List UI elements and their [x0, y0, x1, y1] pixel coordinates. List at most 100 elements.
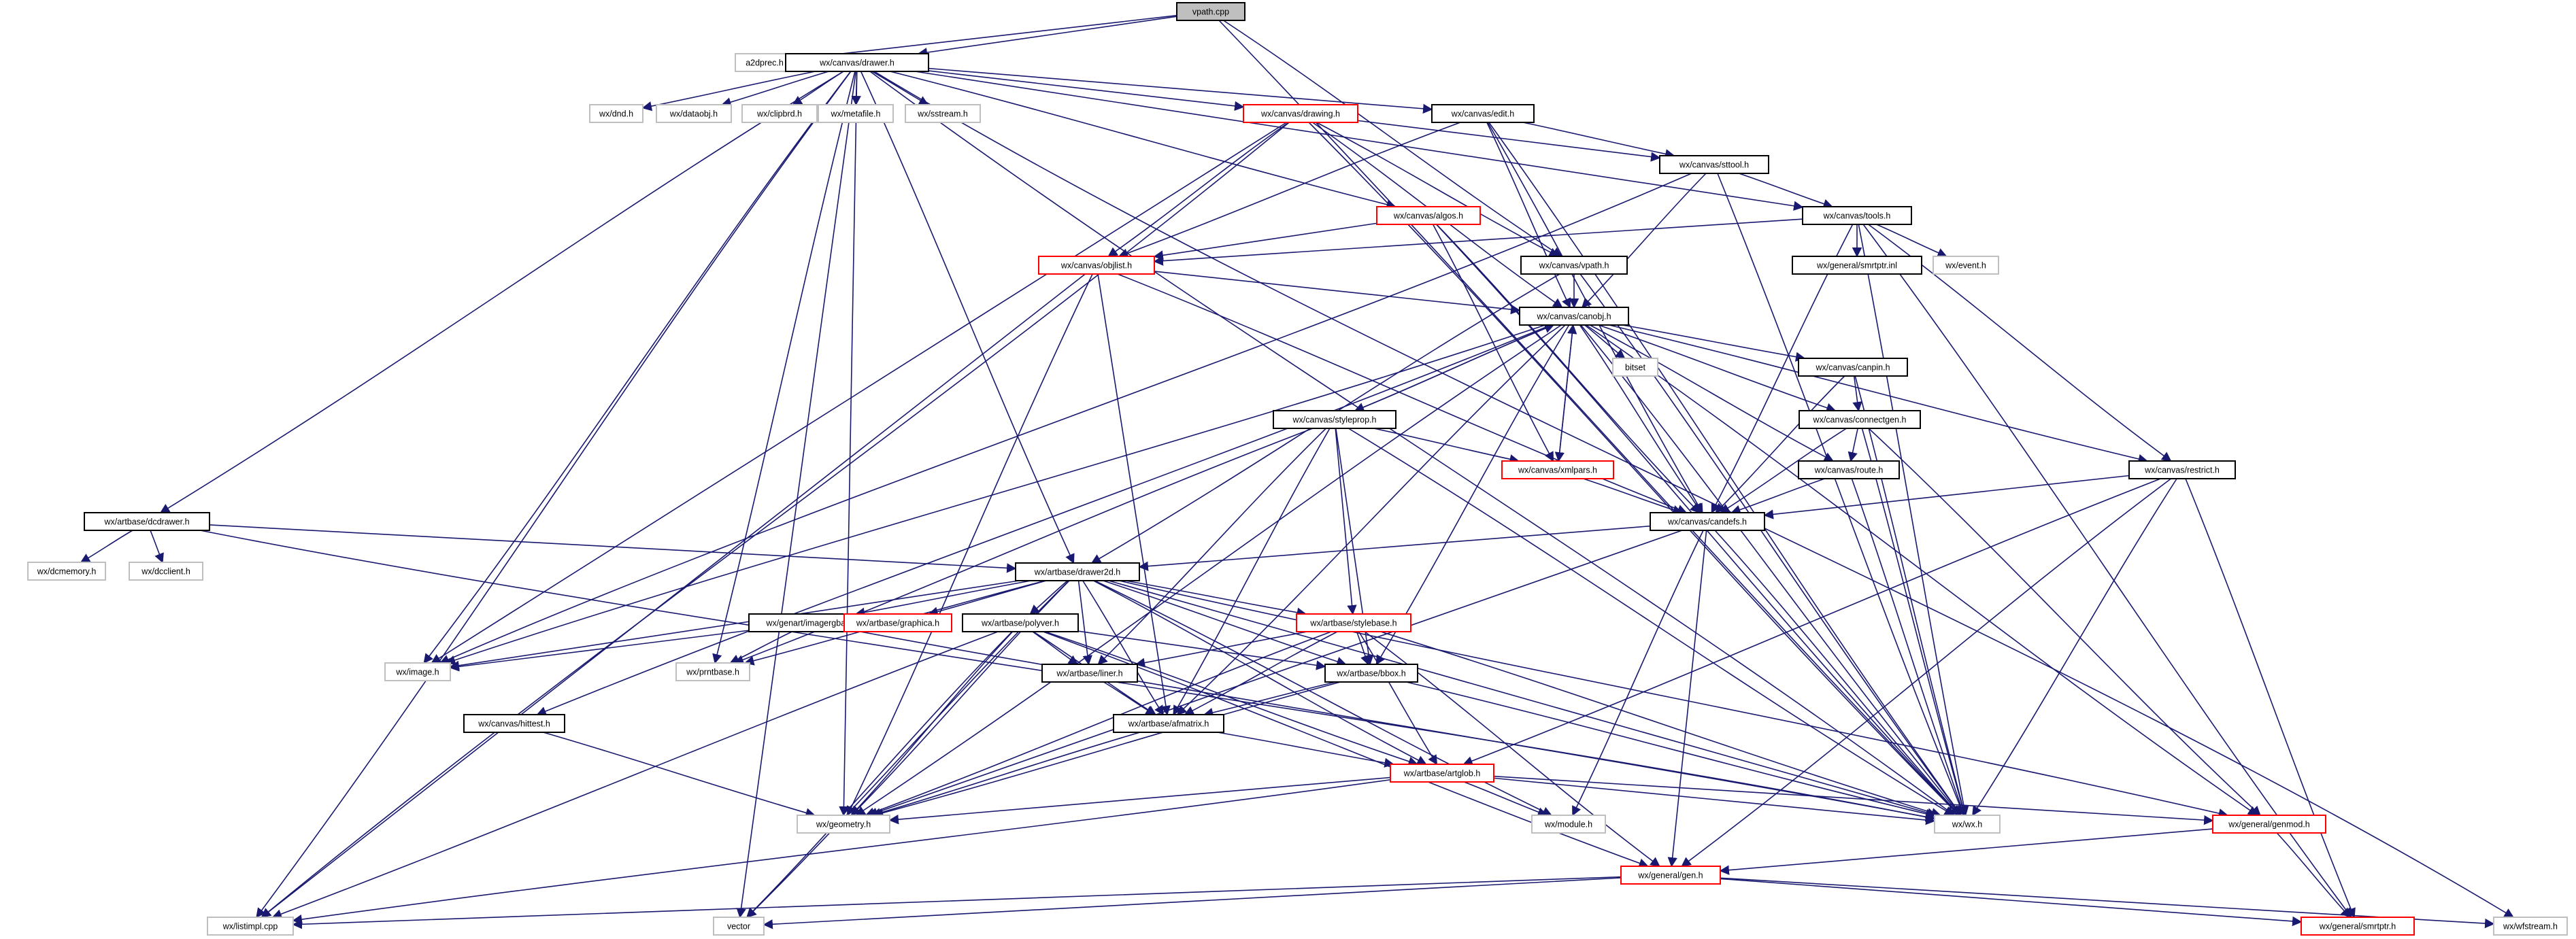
node-box: [1015, 562, 1140, 581]
edge-drawer2d-to-liner: [1077, 580, 1092, 666]
node-box: [1531, 815, 1606, 834]
node-label: wx/canvas/drawing.h: [1260, 109, 1340, 119]
edge-objlist-to-canobj: [1154, 271, 1521, 315]
node-bbox[interactable]: wx/artbase/bbox.h: [1324, 664, 1418, 683]
node-tools[interactable]: wx/canvas/tools.h: [1802, 206, 1912, 225]
node-box: [1273, 410, 1396, 429]
edge-polyver-to-vector: [746, 631, 1013, 919]
node-drawer[interactable]: wx/canvas/drawer.h: [785, 53, 929, 72]
node-smrtptr-inl[interactable]: wx/general/smrtptr.inl: [1792, 256, 1922, 275]
node-liner[interactable]: wx/artbase/liner.h: [1041, 664, 1138, 683]
node-dnd: wx/dnd.h: [589, 104, 643, 123]
edge-gen-to-smrtptr_h: [1720, 878, 2303, 927]
edge-bbox-to-geometry: [873, 681, 1341, 818]
node-gen[interactable]: wx/general/gen.h: [1620, 866, 1721, 885]
edge-gen-to-vector: [763, 877, 1622, 929]
node-label: wx/dnd.h: [599, 109, 633, 119]
node-canobj[interactable]: wx/canvas/canobj.h: [1519, 307, 1629, 326]
node-objlist[interactable]: wx/canvas/objlist.h: [1038, 256, 1155, 275]
node-box: [1934, 815, 2001, 834]
edge-drawing-to-objlist: [1107, 122, 1289, 257]
edge-drawer-to-sstream: [871, 71, 929, 105]
node-box: [2212, 815, 2326, 834]
node-label: wx/canvas/objlist.h: [1060, 261, 1132, 271]
edge-vpath_cpp-to-wx_h: [1218, 20, 1960, 817]
edge-drawing-to-listimpl: [261, 122, 1290, 918]
node-label: vector: [727, 922, 750, 932]
edge-artglob-to-wx_h: [1493, 777, 1936, 825]
node-drawing[interactable]: wx/canvas/drawing.h: [1243, 104, 1358, 123]
node-vpath-h[interactable]: wx/canvas/vpath.h: [1520, 256, 1628, 275]
node-stylebase[interactable]: wx/artbase/stylebase.h: [1296, 613, 1411, 632]
edge-algos-to-objlist: [1153, 222, 1377, 260]
node-algos[interactable]: wx/canvas/algos.h: [1376, 206, 1481, 225]
edge-canobj-to-wx_h: [1580, 324, 1961, 817]
edge-hittest-to-geometry: [543, 732, 816, 818]
edge-drawer-to-drawing: [928, 70, 1245, 112]
node-label: wx/canvas/algos.h: [1393, 211, 1463, 221]
edge-dcdrawer-to-dcmemory: [80, 530, 133, 563]
node-artglob[interactable]: wx/artbase/artglob.h: [1390, 764, 1494, 783]
node-box: [735, 53, 794, 72]
node-box: [1798, 358, 1908, 377]
node-box: [818, 104, 894, 123]
node-label: wx/canvas/route.h: [1814, 466, 1884, 475]
node-box: [1520, 256, 1628, 275]
node-label: wx/geometry.h: [816, 820, 871, 830]
node-styleprop[interactable]: wx/canvas/styleprop.h: [1273, 410, 1396, 429]
edge-styleprop-to-stylebase: [1335, 428, 1357, 615]
edge-connectgen-to-candefs: [1720, 428, 1847, 513]
edge-xmlpars-to-candefs: [1583, 478, 1683, 515]
node-drawer2d[interactable]: wx/artbase/drawer2d.h: [1015, 562, 1140, 581]
edge-canpin-to-candefs: [1715, 375, 1845, 514]
edge-drawer-to-wx_h: [869, 71, 1956, 816]
edge-objlist-to-geometry: [846, 273, 1093, 817]
node-polyver[interactable]: wx/artbase/polyver.h: [962, 613, 1079, 632]
node-label: wx/canvas/xmlpars.h: [1518, 466, 1597, 475]
node-connectgen[interactable]: wx/canvas/connectgen.h: [1799, 410, 1921, 429]
node-dcdrawer[interactable]: wx/artbase/dcdrawer.h: [84, 512, 210, 531]
node-xmlpars[interactable]: wx/canvas/xmlpars.h: [1501, 460, 1614, 479]
node-restrict[interactable]: wx/canvas/restrict.h: [2128, 460, 2236, 479]
node-box: [905, 104, 981, 123]
edge-drawer-to-listimpl: [256, 71, 852, 919]
edge-dcdrawer-to-dcclient: [150, 530, 164, 564]
node-route[interactable]: wx/canvas/route.h: [1798, 460, 1900, 479]
edge-drawer-to-tools: [914, 71, 1804, 211]
node-box: [1431, 104, 1535, 123]
node-label: wx/clipbrd.h: [756, 109, 802, 119]
node-sttool[interactable]: wx/canvas/sttool.h: [1659, 155, 1769, 174]
node-box: [1933, 256, 1999, 275]
edge-drawer-to-geometry: [839, 71, 858, 817]
node-edit[interactable]: wx/canvas/edit.h: [1431, 104, 1535, 123]
node-box: [1501, 460, 1614, 479]
edge-drawing-to-vpath_h: [1316, 122, 1559, 257]
node-box: [1798, 460, 1900, 479]
node-smrtptr-h[interactable]: wx/general/smrtptr.h: [2301, 917, 2415, 936]
node-candefs[interactable]: wx/canvas/candefs.h: [1650, 512, 1765, 531]
edge-canpin-to-wx_h: [1854, 375, 1968, 817]
node-box: [1176, 2, 1245, 21]
edge-liner-to-afmatrix: [1103, 681, 1156, 715]
node-box: [2493, 917, 2568, 936]
edge-drawer2d-to-polyver: [1029, 580, 1068, 615]
node-vpath-cpp[interactable]: vpath.cpp: [1176, 2, 1245, 21]
node-label: wx/artbase/artglob.h: [1403, 769, 1481, 779]
edge-canobj-to-connectgen: [1598, 324, 1837, 413]
edge-bbox-to-afmatrix: [1203, 681, 1336, 718]
node-afmatrix[interactable]: wx/artbase/afmatrix.h: [1113, 714, 1224, 733]
node-label: wx/prntbase.h: [686, 668, 739, 677]
node-hittest[interactable]: wx/canvas/hittest.h: [463, 714, 565, 733]
node-bitset: bitset: [1612, 358, 1658, 377]
node-box: [1659, 155, 1769, 174]
node-box: [589, 104, 643, 123]
node-graphica[interactable]: wx/artbase/graphica.h: [843, 613, 952, 632]
edge-drawer2d-to-genmod: [1119, 580, 2229, 819]
node-label: wx/artbase/afmatrix.h: [1128, 719, 1209, 729]
node-label: wx/canvas/styleprop.h: [1292, 415, 1377, 425]
edge-drawer-to-dnd: [641, 71, 816, 112]
node-canpin[interactable]: wx/canvas/canpin.h: [1798, 358, 1908, 377]
edge-sttool-to-tools: [1739, 173, 1833, 209]
node-genmod[interactable]: wx/general/genmod.h: [2212, 815, 2326, 834]
